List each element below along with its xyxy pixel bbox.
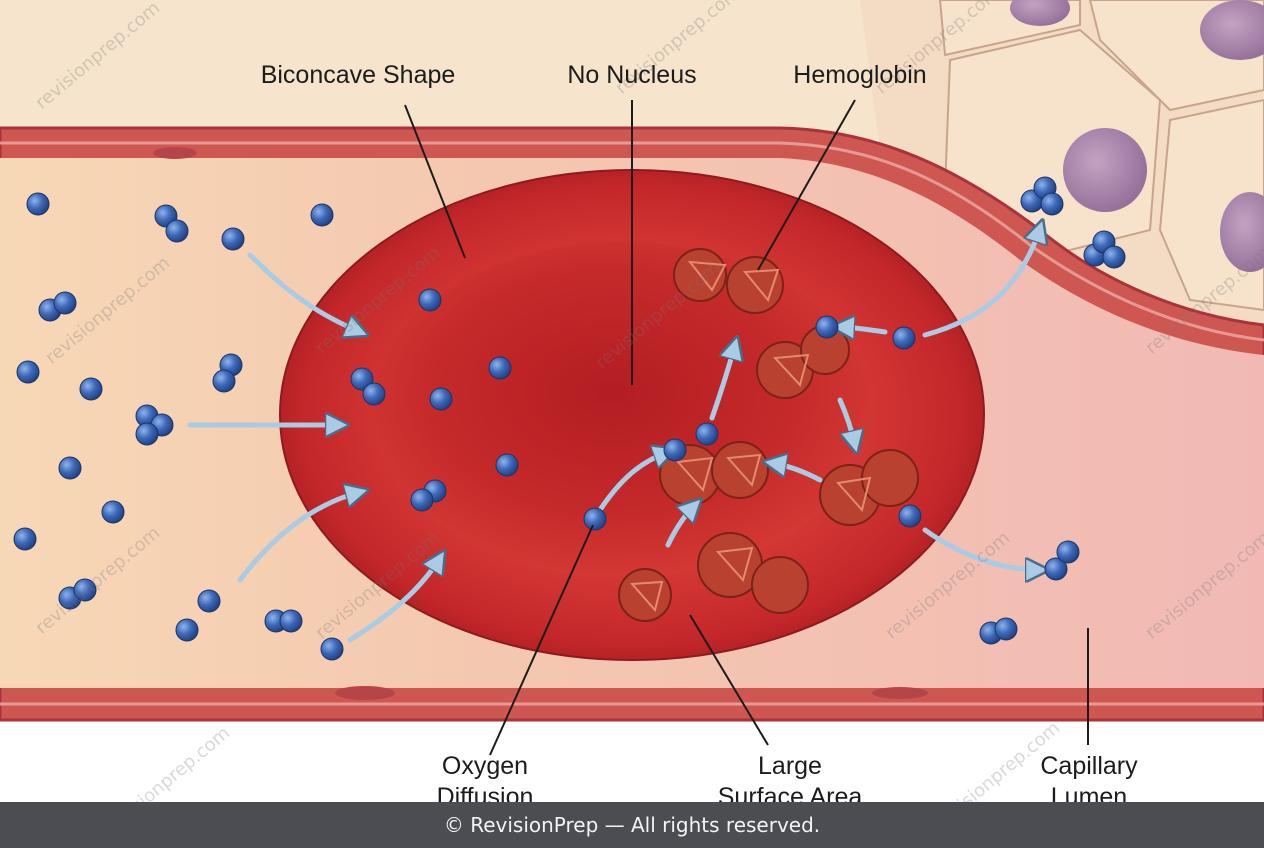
copyright-footer: © RevisionPrep — All rights reserved. xyxy=(0,802,1264,848)
label-oxygen-diffusion-line1: Oxygen xyxy=(441,752,529,780)
oxygen-molecule xyxy=(429,387,453,411)
oxygen-molecule xyxy=(212,369,236,393)
oxygen-molecule xyxy=(350,367,374,391)
label-no-nucleus: No Nucleus xyxy=(567,61,697,89)
oxygen-arrow xyxy=(237,492,360,583)
oxygen-arrow xyxy=(772,463,823,483)
oxygen-molecule xyxy=(165,219,189,243)
oxygen-molecule xyxy=(197,589,221,613)
oxygen-arrow xyxy=(922,228,1040,338)
oxygen-molecule xyxy=(73,578,97,602)
oxygen-molecule xyxy=(58,456,82,480)
oxygen-arrow xyxy=(922,527,1040,570)
oxygen-molecule xyxy=(26,192,50,216)
oxygen-molecule xyxy=(815,315,839,339)
oxygen-molecule xyxy=(13,527,37,551)
hemoglobin-molecule xyxy=(673,248,784,314)
label-hemoglobin: Hemoglobin xyxy=(793,61,927,89)
oxygen-molecule xyxy=(175,618,199,642)
tissue-nucleus xyxy=(1220,192,1264,272)
oxygen-molecule xyxy=(16,360,40,384)
oxygen-molecule xyxy=(583,507,607,531)
tissue-nucleus xyxy=(1010,0,1070,26)
oxygen-molecule xyxy=(310,203,334,227)
oxygen-molecule xyxy=(279,609,303,633)
oxygen-molecule xyxy=(53,291,77,315)
oxygen-molecule xyxy=(1102,245,1126,269)
oxygen-arrow xyxy=(665,505,695,548)
tissue-nucleus xyxy=(1200,0,1264,60)
label-leader-lines xyxy=(404,99,1089,756)
oxygen-arrow xyxy=(247,252,360,332)
oxygen-arrow xyxy=(709,345,735,421)
endothelial-nucleus xyxy=(153,147,197,159)
leader-biconcave-shape xyxy=(404,104,466,259)
oxygen-molecule xyxy=(418,288,442,312)
oxygen-molecule xyxy=(320,637,344,661)
label-capillary-lumen-line1: Capillary xyxy=(1040,752,1138,780)
oxygen-molecule xyxy=(495,453,519,477)
oxygen-molecule xyxy=(221,227,245,251)
oxygen-arrow xyxy=(597,452,668,513)
hemoglobin-molecule xyxy=(819,449,919,526)
oxygen-arrow xyxy=(840,327,888,332)
oxygen-molecule xyxy=(101,500,125,524)
hemoglobin-molecule xyxy=(697,532,809,614)
oxygen-molecule xyxy=(362,382,386,406)
leader-oxygen-diffusion xyxy=(489,524,594,756)
hemoglobin-clusters xyxy=(618,248,919,622)
hemoglobin-molecule xyxy=(618,568,672,622)
lower-background xyxy=(0,715,1264,805)
oxygen-molecule xyxy=(892,326,916,350)
oxygen-molecule xyxy=(79,377,103,401)
label-large-surface-area-line1: Large xyxy=(758,752,822,780)
leader-hemoglobin xyxy=(757,99,856,271)
oxygen-arrow xyxy=(347,558,440,643)
biconcave-depression xyxy=(372,242,872,578)
oxygen-molecule xyxy=(135,422,159,446)
oxygen-molecule xyxy=(663,438,687,462)
endothelial-nucleus xyxy=(335,686,395,700)
diffusion-arrows xyxy=(187,228,1040,643)
endothelial-nucleus xyxy=(872,687,928,699)
oxygen-molecule xyxy=(1044,557,1068,581)
oxygen-molecule xyxy=(898,504,922,528)
oxygen-molecules xyxy=(13,176,1126,661)
oxygen-molecule xyxy=(488,356,512,380)
oxygen-molecule xyxy=(410,488,434,512)
tissue-nucleus xyxy=(1063,128,1147,212)
oxygen-molecule xyxy=(1040,192,1064,216)
oxygen-molecule xyxy=(994,617,1018,641)
oxygen-molecule xyxy=(1056,540,1080,564)
leader-large-surface-area xyxy=(689,614,769,746)
oxygen-arrow xyxy=(837,397,855,445)
label-biconcave-shape: Biconcave Shape xyxy=(260,61,456,89)
oxygen-molecule xyxy=(695,422,719,446)
